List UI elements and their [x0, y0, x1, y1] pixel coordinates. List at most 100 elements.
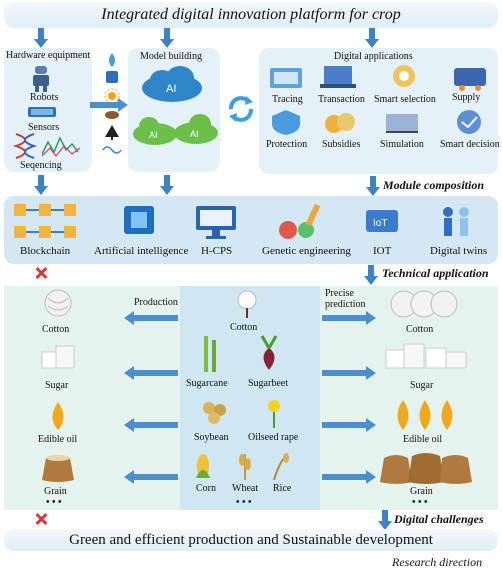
crop-wheat: Wheat [232, 483, 259, 494]
sun-icon [104, 88, 120, 104]
oil-drops-group-icon [397, 400, 453, 430]
down-arrow-icon [34, 28, 48, 48]
production-label: Production [134, 297, 178, 308]
crop-corn: Corn [196, 483, 216, 494]
subsidies-icon [325, 113, 355, 133]
left-arrow-icon [124, 470, 178, 484]
svg-text:AI: AI [190, 129, 199, 139]
soil-icon [105, 111, 119, 119]
right-arrow-icon [90, 98, 128, 112]
right-arrow-icon [322, 311, 376, 325]
left-product-oil: Edible oil [38, 434, 78, 445]
digital-twins-icon [443, 207, 469, 236]
smart-decision-icon [457, 110, 481, 134]
tracing-icon [270, 68, 302, 88]
water-drop-icon [109, 53, 115, 67]
ai-cloud-green-icon: AI [133, 117, 177, 145]
technologies-panel [4, 196, 498, 264]
down-arrow-icon [34, 175, 48, 195]
oil-drop-icon [52, 402, 64, 430]
chip-icon [124, 206, 154, 234]
corn-icon [196, 454, 210, 478]
crop-sugarcane: Sugarcane [186, 378, 228, 389]
wheat-icon [239, 454, 251, 480]
tech-digital-twins: Digital twins [430, 245, 488, 257]
app-item-smart-decision: Smart decision [440, 139, 500, 150]
sensor-icon [28, 107, 56, 117]
prediction-label: Precise prediction [325, 288, 366, 310]
digital-challenges-label: Digital challenges [394, 512, 484, 526]
svg-text:AI: AI [149, 130, 158, 140]
right-ellipsis: • • • [412, 497, 428, 508]
app-item-transaction: Transaction [318, 94, 365, 105]
left-product-sugar: Sugar [45, 380, 69, 391]
app-item-protection: Protection [266, 139, 308, 150]
left-arrow-icon [124, 366, 178, 380]
tech-iot: IOT [373, 245, 392, 257]
robot-icon [33, 66, 49, 92]
down-arrow-icon [160, 175, 174, 195]
tech-blockchain: Blockchain [20, 245, 71, 257]
cross-icon [35, 266, 47, 280]
svg-text:AI: AI [166, 83, 176, 95]
crop-sugarbeet: Sugarbeet [248, 378, 288, 389]
simulation-icon [386, 114, 418, 133]
app-item-smart-selection: Smart selection [374, 94, 436, 105]
hardware-item-robots: Robots [30, 92, 59, 103]
cotton-yarn-icon [44, 289, 72, 317]
oilseed-rape-icon [268, 400, 280, 428]
grain-sacks-group-icon [380, 453, 472, 484]
down-arrow-icon [366, 176, 380, 196]
crop-rape: Oilseed rape [248, 432, 299, 443]
tree-icon [105, 125, 119, 140]
down-arrow-icon [365, 28, 379, 48]
page-title: Integrated digital innovation platform f… [101, 6, 401, 23]
crop-rice: Rice [273, 483, 292, 494]
technical-application-label: Technical application [382, 266, 489, 280]
rice-icon [273, 453, 289, 480]
left-arrow-icon [124, 311, 178, 325]
tech-hcps: H-CPS [201, 245, 233, 257]
app-item-simulation: Simulation [380, 139, 424, 150]
cross-icon [35, 512, 47, 526]
center-ellipsis: • • • [236, 497, 252, 508]
lab-equipment-icon [279, 203, 321, 239]
right-product-cotton: Cotton [406, 324, 434, 335]
hardware-heading: Hardware equipment [6, 50, 91, 61]
crop-soybean: Soybean [194, 432, 229, 443]
title-banner: Integrated digital innovation platform f… [4, 2, 498, 28]
soybean-icon [203, 402, 226, 424]
app-item-tracing: Tracing [272, 94, 303, 105]
svg-text:IoT: IoT [373, 218, 387, 229]
ai-cloud-green-icon: AI [174, 114, 218, 144]
iot-icon: IoT [366, 210, 398, 232]
digital-applications-heading: Digital applications [334, 51, 413, 62]
crop-cotton: Cotton [230, 322, 258, 333]
monitor-icon [196, 206, 236, 239]
cycle-arrows-icon [228, 96, 254, 122]
right-product-oil: Edible oil [403, 434, 443, 445]
left-arrow-icon [124, 418, 178, 432]
transaction-icon [320, 66, 356, 88]
left-product-grain: Grain [44, 486, 67, 497]
blockchain-icon [14, 204, 76, 238]
tech-ai: Artificial intelligence [94, 245, 189, 257]
sugarbeet-icon [260, 335, 278, 370]
supply-icon [454, 68, 486, 91]
down-arrow-icon [364, 265, 378, 285]
left-ellipsis: • • • [46, 497, 62, 508]
hardware-item-sensors: Sensors [28, 122, 60, 133]
sequencing-chart-icon [42, 136, 81, 157]
right-arrow-icon [322, 470, 376, 484]
app-item-subsidies: Subsidies [322, 139, 361, 150]
grain-sack-icon [42, 455, 74, 482]
tech-genetic: Genetic engineering [262, 245, 351, 257]
app-item-supply: Supply [452, 92, 481, 103]
cotton-plant-icon [237, 290, 257, 318]
down-arrow-icon [378, 510, 392, 530]
cotton-yarn-group-icon [390, 290, 458, 318]
right-product-grain: Grain [410, 486, 433, 497]
ai-cloud-icon: AI [142, 66, 202, 102]
right-arrow-icon [322, 418, 376, 432]
dna-icon [12, 133, 38, 159]
